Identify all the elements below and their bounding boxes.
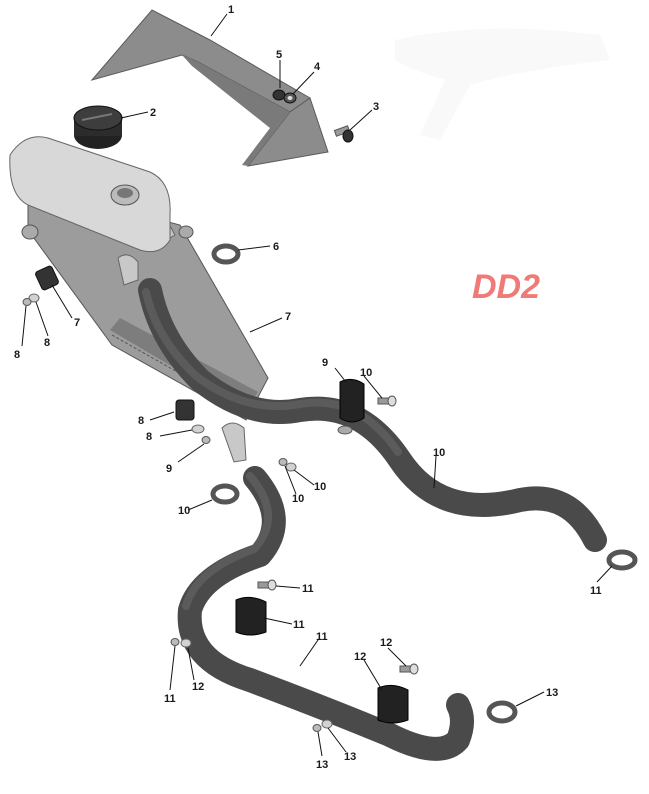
- watermark-smudge: [395, 28, 610, 141]
- callout-6: 5: [276, 49, 282, 61]
- washer-part-10-lower: [191, 424, 205, 434]
- callout-10-lower: 8: [146, 431, 152, 443]
- callout-8-low: 13: [546, 687, 558, 699]
- callout-12-upper: 9: [322, 357, 328, 369]
- callout-12-mid: 11: [293, 619, 305, 631]
- callout-10-bottom: 13: [344, 751, 356, 763]
- callout-2: 2: [150, 107, 156, 119]
- hose-clip-part-12-c: [377, 684, 409, 724]
- callout-8-right: 11: [590, 585, 602, 597]
- callout-11-lower: 9: [166, 463, 172, 475]
- callout-11-low-left: 11: [164, 693, 176, 705]
- hose-clamp-part-8-c: [606, 549, 638, 571]
- callout-11-bottom: 13: [316, 759, 328, 771]
- callout-labels: 1 2 3 4 5 6 7 7 8 8 8 8 9 9 10 10 10 10 …: [14, 4, 602, 771]
- nut-part-11-mid: [278, 458, 288, 466]
- washer-part-10-bottom: [321, 719, 333, 729]
- callout-4: 3: [373, 101, 379, 113]
- callout-10-low-left: 12: [192, 681, 204, 693]
- washer-part-5: [283, 92, 297, 104]
- grommet-part-6: [272, 89, 286, 101]
- callout-13-upper: 10: [360, 367, 372, 379]
- hose-clip-part-12-a: [337, 378, 365, 435]
- bolt-part-13-c: [399, 663, 419, 675]
- washer-part-10-upper: [28, 293, 40, 303]
- diagram-code-label: DD2: [472, 268, 540, 306]
- rubber-mount-part-9-upper: [35, 265, 59, 291]
- bolt-part-13-a: [377, 395, 397, 407]
- leader-lines: [21, 13, 613, 757]
- callout-10-mid: 10: [314, 481, 326, 493]
- callout-9-lower: 8: [138, 415, 144, 427]
- callout-13-low: 12: [380, 637, 392, 649]
- bolt-part-4: [333, 125, 354, 143]
- radiator-cap-part-2: [73, 105, 123, 149]
- hose-clamp-part-8-b: [210, 483, 240, 505]
- callout-10-upper: 8: [44, 337, 50, 349]
- washer-part-10-low-left: [180, 638, 192, 648]
- nut-part-11-low-left: [170, 638, 180, 646]
- hose-clamp-part-8-d: [486, 700, 518, 724]
- bolt-part-13-b: [257, 579, 277, 591]
- callout-7-lower: 11: [316, 631, 328, 643]
- callout-11-mid: 10: [292, 493, 304, 505]
- hose-part-7-lower: [177, 466, 474, 761]
- callout-5: 4: [314, 61, 321, 73]
- hose-clamp-part-8-a: [211, 243, 241, 265]
- bracket-part-3: [90, 9, 329, 167]
- radiator-part-1: [9, 136, 269, 463]
- nut-part-11-lower: [201, 436, 211, 444]
- callout-12-low: 12: [354, 651, 366, 663]
- callout-3: 1: [228, 4, 234, 16]
- nut-part-11-upper: [22, 298, 32, 306]
- callout-7-upper: 10: [433, 447, 445, 459]
- hose-clip-part-12-b: [235, 596, 267, 636]
- callout-13-mid: 11: [302, 583, 314, 595]
- callout-9-upper: 7: [74, 317, 80, 329]
- callout-11-upper: 8: [14, 349, 20, 361]
- callout-8-top: 6: [273, 241, 279, 253]
- nut-part-11-bottom: [312, 724, 322, 732]
- washer-part-10-mid: [285, 462, 297, 472]
- rubber-mount-part-9-lower: [175, 399, 195, 421]
- callout-8-mid: 10: [178, 505, 190, 517]
- callout-1: 7: [285, 311, 291, 323]
